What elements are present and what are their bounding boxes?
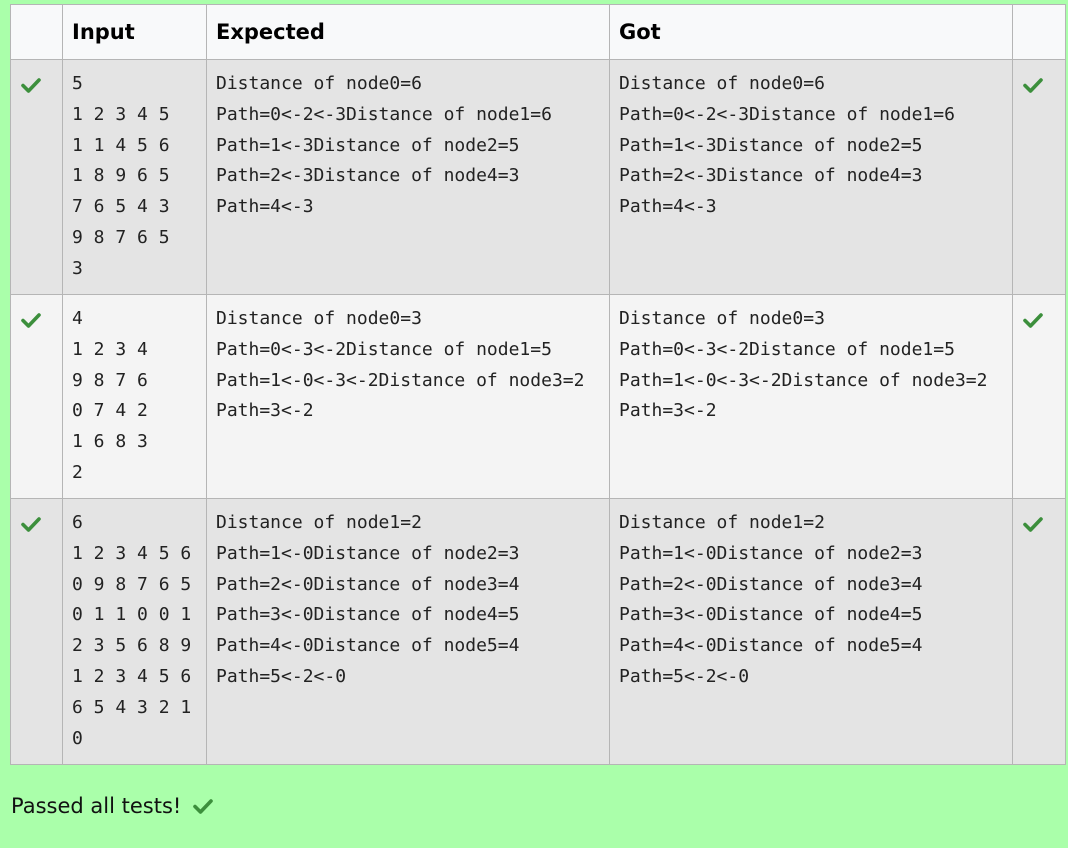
status-cell xyxy=(10,498,63,765)
input-cell-line: 1 6 8 3 xyxy=(72,431,148,453)
input-cell-line: 0 1 1 0 0 1 xyxy=(72,604,192,626)
pass-check-icon xyxy=(21,517,41,532)
table-row: 6 1 2 3 4 5 6 0 9 8 7 6 5 0 1 1 0 0 1 2 3 5 … xyxy=(10,498,1066,765)
result-cell xyxy=(1012,59,1066,295)
expected-cell-line: Path=4<-3 xyxy=(216,196,314,218)
got-cell-line: Path=1<-0Distance of node2=3 xyxy=(619,542,923,564)
expected-cell-line: Path=5<-2<-0 xyxy=(216,665,347,687)
pass-check-icon xyxy=(21,78,41,93)
got-cell-line: Path=2<-0Distance of node3=4 xyxy=(619,573,923,595)
table-row: 4 1 2 3 4 9 8 7 6 0 7 4 2 1 6 8 3 2 Distance o… xyxy=(10,294,1066,499)
input-cell: 4 1 2 3 4 9 8 7 6 0 7 4 2 1 6 8 3 2 xyxy=(62,294,207,499)
got-cell-line: Path=0<-3<-2Distance of node1=5 xyxy=(619,338,955,360)
table-body: 5 1 2 3 4 5 1 1 4 5 6 1 8 9 6 5 7 6 5 4 3 9 8… xyxy=(10,59,1066,765)
table-row: 5 1 2 3 4 5 1 1 4 5 6 1 8 9 6 5 7 6 5 4 3 9 8… xyxy=(10,59,1066,295)
header-result xyxy=(1012,4,1066,60)
expected-cell-line: Distance of node0=6 xyxy=(216,73,422,94)
input-cell-line: 5 xyxy=(72,73,83,94)
expected-cell-line: Path=4<-0Distance of node5=4 xyxy=(216,635,520,657)
table-header: Input Expected Got xyxy=(10,4,1066,60)
header-got: Got xyxy=(609,4,1013,60)
expected-cell-line: Distance of node1=2 xyxy=(216,512,422,533)
input-cell-line: 0 7 4 2 xyxy=(72,400,148,422)
input-cell-line: 0 9 8 7 6 5 xyxy=(72,573,192,595)
input-cell-line: 3 xyxy=(72,257,83,279)
input-cell-line: 9 8 7 6 xyxy=(72,369,148,391)
input-cell-line: 2 xyxy=(72,461,83,483)
pass-check-icon xyxy=(193,799,214,814)
got-cell-line: Distance of node1=2 xyxy=(619,512,825,533)
status-cell xyxy=(10,59,63,295)
expected-cell-line: Path=0<-2<-3Distance of node1=6 xyxy=(216,103,552,125)
input-cell-line: 1 2 3 4 5 6 xyxy=(72,542,192,564)
got-cell-line: Path=4<-0Distance of node5=4 xyxy=(619,635,923,657)
pass-check-icon xyxy=(1023,517,1043,532)
expected-cell-line: Path=1<-0<-3<-2Distance of node3=2 xyxy=(216,369,585,391)
got-cell-line: Path=3<-0Distance of node4=5 xyxy=(619,604,923,626)
expected-cell-line: Path=2<-0Distance of node3=4 xyxy=(216,573,520,595)
got-cell-line: Distance of node0=3 xyxy=(619,308,825,329)
summary-message: Passed all tests! xyxy=(11,794,182,818)
expected-cell-line: Path=3<-2 xyxy=(216,400,314,422)
status-cell xyxy=(10,294,63,499)
expected-cell-line: Path=1<-3Distance of node2=5 xyxy=(216,134,520,156)
expected-cell-line: Path=3<-0Distance of node4=5 xyxy=(216,604,520,626)
test-results-table: Input Expected Got 5 1 2 3 4 5 1 1 4 5 6 1 … xyxy=(10,4,1066,765)
expected-cell-line: Distance of node0=3 xyxy=(216,308,422,329)
input-cell-line: 2 3 5 6 8 9 xyxy=(72,635,192,657)
got-cell-line: Path=0<-2<-3Distance of node1=6 xyxy=(619,103,955,125)
pass-check-icon xyxy=(21,313,41,328)
input-cell-line: 1 2 3 4 5 xyxy=(72,103,170,125)
result-cell xyxy=(1012,294,1066,499)
pass-check-icon xyxy=(1023,78,1043,93)
test-summary: Passed all tests! xyxy=(11,794,214,818)
input-cell-line: 1 1 4 5 6 xyxy=(72,134,170,156)
got-cell-line: Path=4<-3 xyxy=(619,196,717,218)
input-cell-line: 6 5 4 3 2 1 xyxy=(72,696,192,718)
input-cell-line: 1 2 3 4 5 6 xyxy=(72,665,192,687)
input-cell-line: 6 xyxy=(72,512,83,533)
result-cell xyxy=(1012,498,1066,765)
got-cell-line: Path=5<-2<-0 xyxy=(619,665,750,687)
pass-check-icon xyxy=(1023,313,1043,328)
got-cell-line: Path=1<-0<-3<-2Distance of node3=2 xyxy=(619,369,988,391)
header-expected: Expected xyxy=(206,4,610,60)
input-cell: 6 1 2 3 4 5 6 0 9 8 7 6 5 0 1 1 0 0 1 2 3 5 … xyxy=(62,498,207,765)
input-cell-line: 4 xyxy=(72,308,83,329)
got-cell-line: Path=3<-2 xyxy=(619,400,717,422)
header-row: Input Expected Got xyxy=(10,4,1066,60)
got-cell-line: Path=1<-3Distance of node2=5 xyxy=(619,134,923,156)
expected-cell-line: Path=0<-3<-2Distance of node1=5 xyxy=(216,338,552,360)
got-cell-line: Distance of node0=6 xyxy=(619,73,825,94)
input-cell: 5 1 2 3 4 5 1 1 4 5 6 1 8 9 6 5 7 6 5 4 3 9 8… xyxy=(62,59,207,295)
expected-cell-line: Path=2<-3Distance of node4=3 xyxy=(216,165,520,187)
input-cell-line: 1 2 3 4 xyxy=(72,338,148,360)
header-input: Input xyxy=(62,4,207,60)
expected-cell-line: Path=1<-0Distance of node2=3 xyxy=(216,542,520,564)
header-status xyxy=(10,4,63,60)
input-cell-line: 9 8 7 6 5 xyxy=(72,226,170,248)
input-cell-line: 7 6 5 4 3 xyxy=(72,196,170,218)
input-cell-line: 0 xyxy=(72,727,83,749)
input-cell-line: 1 8 9 6 5 xyxy=(72,165,170,187)
got-cell-line: Path=2<-3Distance of node4=3 xyxy=(619,165,923,187)
